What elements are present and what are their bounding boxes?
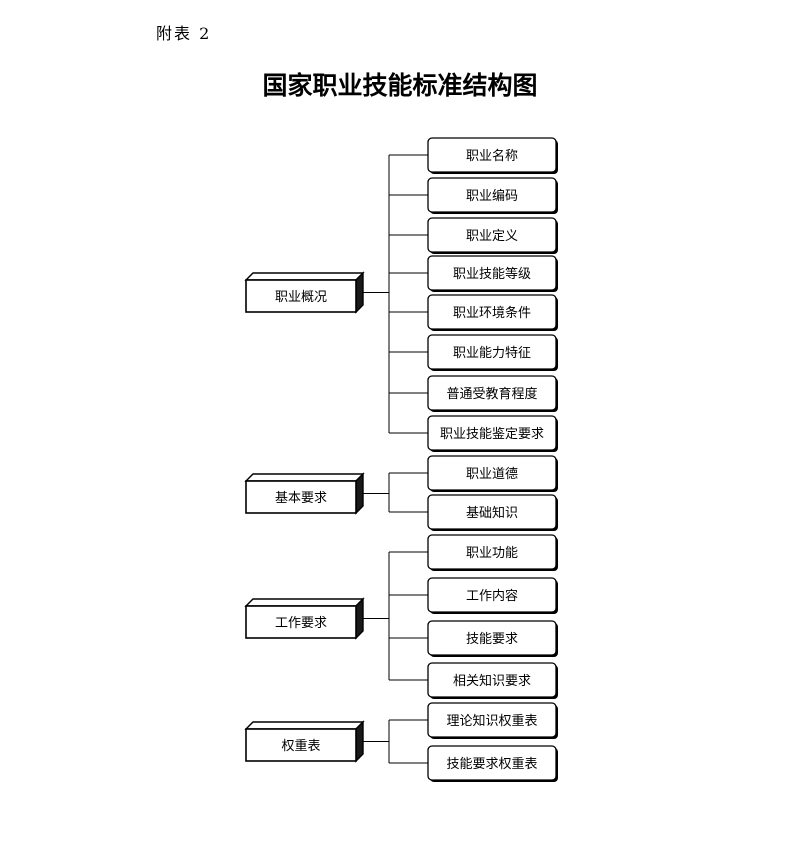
item-node: 理论知识权重表 [427,702,558,739]
item-box [427,177,557,213]
group-node: 权重表 [244,720,365,763]
group-box-top-face [244,473,365,482]
item-box [427,255,557,291]
item-label: 职业编码 [466,189,518,204]
item-node: 技能要求权重表 [427,745,558,782]
item-box [427,620,557,656]
group-box-side-face [355,720,364,763]
item-node: 普通受教育程度 [427,375,558,412]
item-node: 工作内容 [427,577,558,614]
item-label: 职业技能鉴定要求 [440,427,544,442]
item-label: 职业环境条件 [453,305,531,321]
item-node: 职业道德 [427,455,558,492]
group-box-side-face [355,472,364,515]
item-label: 职业功能 [466,546,518,561]
group-box-front-face [245,480,357,514]
item-label: 职业道德 [466,467,518,482]
item-box [427,662,557,698]
item-node: 相关知识要求 [427,662,558,699]
item-box [427,415,557,451]
item-box [427,745,557,781]
item-node: 职业名称 [427,137,558,174]
group-box-side-face [355,271,364,314]
group-label: 职业概况 [275,290,327,305]
item-label: 普通受教育程度 [446,386,537,402]
group-node: 工作要求 [244,597,365,640]
item-node: 职业功能 [427,534,558,571]
group-box-top-face [244,272,365,281]
item-box [427,294,557,330]
item-node: 职业能力特征 [427,334,558,371]
item-label: 职业能力特征 [453,346,531,361]
item-box [427,137,557,173]
item-node: 技能要求 [427,620,558,657]
group-box-front-face [245,728,357,762]
appendix-label: 附表 2 [156,24,212,43]
item-label: 职业定义 [466,229,518,244]
connector-lines [363,154,428,764]
group-node: 基本要求 [244,472,365,515]
group-label: 权重表 [281,738,320,754]
item-label: 理论知识权重表 [446,713,537,729]
item-box [427,577,557,613]
item-box [427,702,557,738]
item-node: 职业环境条件 [427,294,558,331]
item-label: 职业技能等级 [453,266,531,282]
item-box [427,217,557,253]
item-label: 技能要求权重表 [446,756,537,772]
group-label: 工作要求 [275,616,327,631]
item-box [427,455,557,491]
item-label: 相关知识要求 [453,673,531,689]
item-node: 基础知识 [427,494,558,531]
item-node: 职业定义 [427,217,558,254]
group-node: 职业概况 [244,271,365,314]
group-box-front-face [245,605,357,639]
group-box-top-face [244,598,365,607]
group-label: 基本要求 [275,491,327,506]
item-label: 基础知识 [466,505,518,521]
item-box [427,534,557,570]
group-box-front-face [245,279,357,313]
item-label: 技能要求 [466,632,518,647]
item-label: 职业名称 [466,148,518,164]
item-node: 职业编码 [427,177,558,214]
item-box [427,494,557,530]
item-box [427,334,557,370]
group-box-top-face [244,721,365,730]
diagram-title: 国家职业技能标准结构图 [262,71,538,100]
group-box-side-face [355,597,364,640]
item-node: 职业技能等级 [427,255,558,292]
item-label: 工作内容 [466,588,518,604]
item-node: 职业技能鉴定要求 [427,415,558,452]
diagram-nodes: 职业概况 职业名称职业编码职业定义职业技能等级职业环境条件职业能力特征普通受教育程… [244,137,558,782]
item-box [427,375,557,411]
